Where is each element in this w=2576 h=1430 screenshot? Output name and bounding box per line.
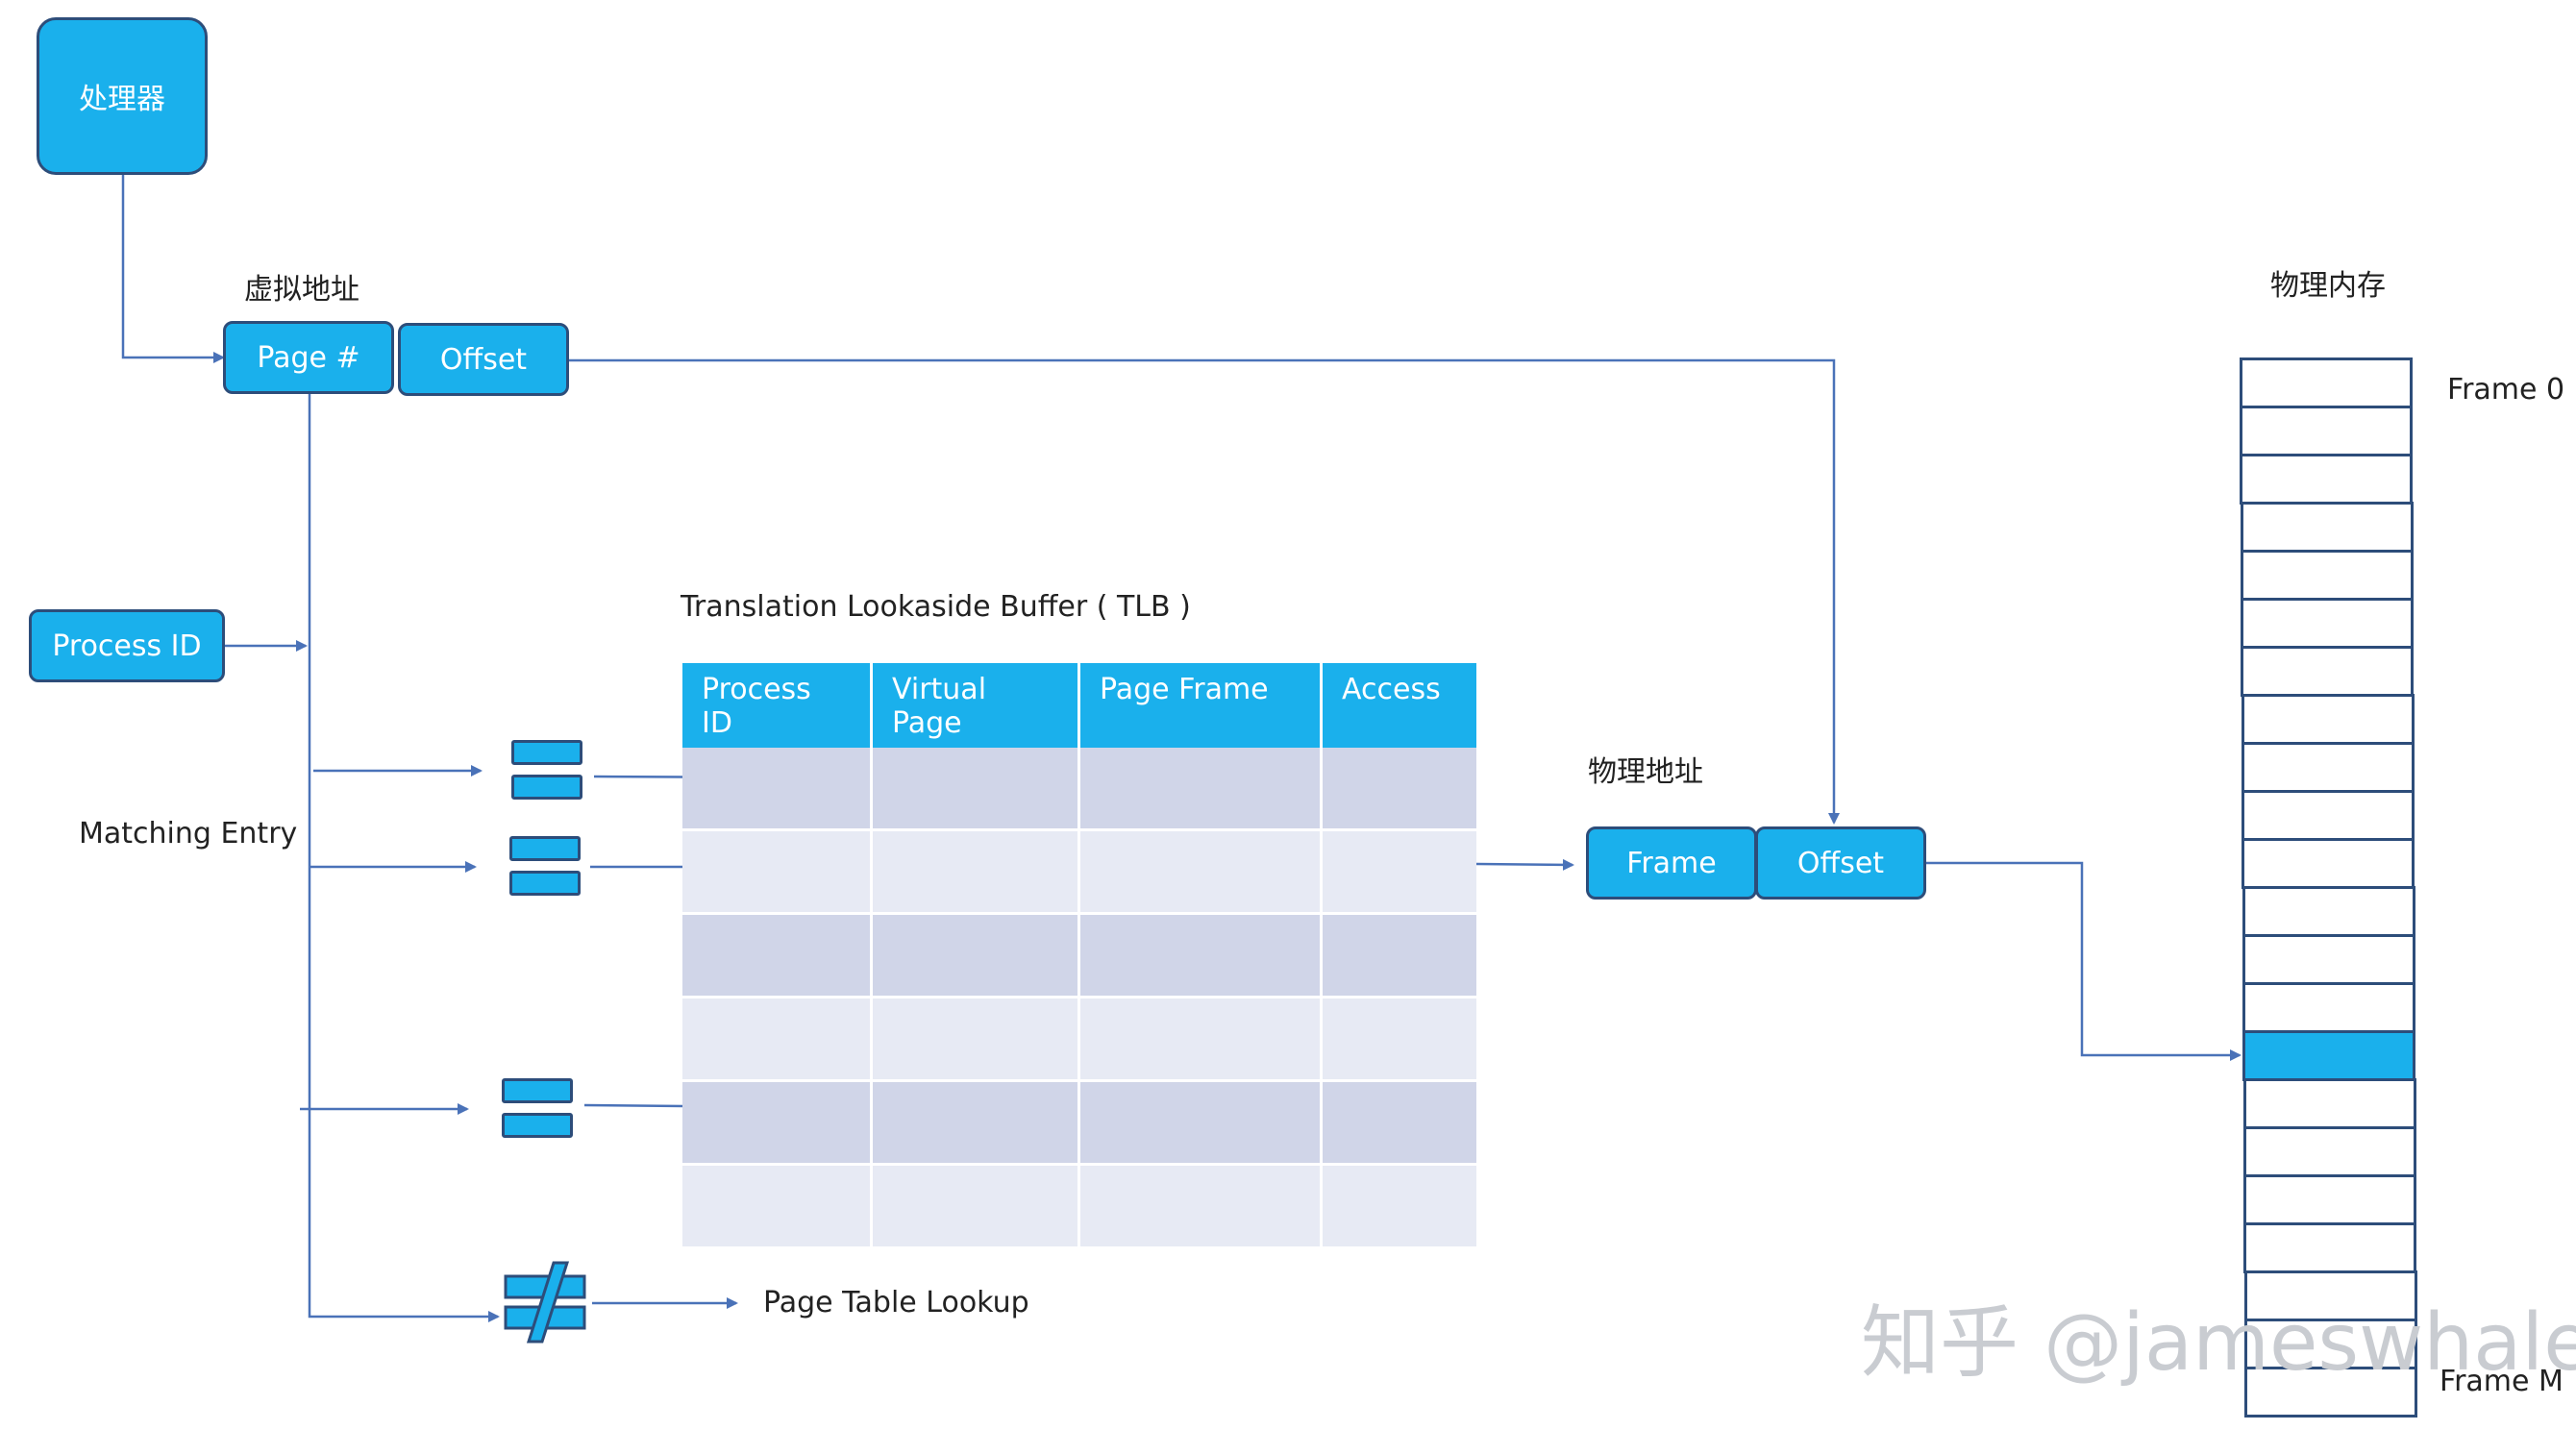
tlb-cell xyxy=(1323,915,1476,999)
equals-bar-top xyxy=(509,836,581,861)
tlb-cell xyxy=(1323,999,1476,1082)
memory-frame xyxy=(2242,934,2415,985)
memory-frame xyxy=(2244,1319,2417,1369)
tlb-cell xyxy=(1323,831,1476,915)
physical-offset-label: Offset xyxy=(1796,846,1885,880)
tlb-cell xyxy=(873,1082,1080,1166)
memory-frame xyxy=(2243,1174,2416,1225)
memory-frame-target xyxy=(2242,1030,2415,1081)
memory-frame xyxy=(2244,1270,2417,1321)
tlb-header-label: Access xyxy=(1342,673,1441,706)
memory-frame xyxy=(2241,502,2414,553)
memory-frame xyxy=(2242,790,2415,841)
tlb-cell xyxy=(873,831,1080,915)
memory-frame xyxy=(2244,1367,2417,1418)
memory-frame xyxy=(2243,1126,2416,1177)
tlb-cell xyxy=(873,748,1080,831)
tlb-cell xyxy=(873,999,1080,1082)
process-id-box: Process ID xyxy=(29,609,225,682)
tlb-cell xyxy=(1080,915,1323,999)
equals-bar-bottom xyxy=(502,1113,573,1138)
physical-frame-box: Frame xyxy=(1586,826,1757,900)
memory-frame xyxy=(2243,1222,2416,1273)
tlb-header-process-id: Process ID xyxy=(682,663,873,748)
tlb-header-access: Access xyxy=(1323,663,1476,748)
memory-frame xyxy=(2241,598,2414,649)
processor-box: 处理器 xyxy=(37,17,208,175)
virtual-page-number-box: Page # xyxy=(223,321,394,394)
offset-to-offset-arrow xyxy=(567,358,1840,825)
tlb-cell xyxy=(1323,1082,1476,1166)
tlb-title: Translation Lookaside Buffer ( TLB ) xyxy=(681,590,1191,624)
memory-frame xyxy=(2241,550,2414,601)
tlb-header-label: Process ID xyxy=(702,673,811,740)
tlb-cell xyxy=(873,915,1080,999)
physical-frame-label: Frame xyxy=(1626,846,1717,880)
physical-memory-title: 物理内存 xyxy=(2270,269,2386,303)
virtual-offset-box: Offset xyxy=(398,323,569,396)
tlb-cell xyxy=(1323,1166,1476,1249)
tlb-header-page-frame: Page Frame xyxy=(1080,663,1323,748)
physical-to-memory-arrow xyxy=(1922,861,2242,1061)
virtual-address-title: 虚拟地址 xyxy=(244,273,359,307)
equals-bar-top xyxy=(511,740,582,765)
page-number-label: Page # xyxy=(257,340,360,375)
page-bus-line xyxy=(308,394,500,1322)
memory-frame xyxy=(2242,694,2415,745)
tlb-header-label: Virtual Page xyxy=(892,673,987,740)
tlb-cell xyxy=(1080,1166,1323,1249)
tlb-cell xyxy=(1080,748,1323,831)
tlb-header-label: Page Frame xyxy=(1100,673,1269,706)
tlb-cell xyxy=(682,999,873,1082)
memory-frame xyxy=(2242,886,2415,937)
tlb-cell xyxy=(682,748,873,831)
watermark-text: 知乎 @jameswhale xyxy=(1861,1297,2576,1389)
tlb-cell xyxy=(1080,1082,1323,1166)
tlb-cell xyxy=(873,1166,1080,1249)
physical-address-title: 物理地址 xyxy=(1588,755,1703,789)
memory-frame xyxy=(2242,982,2415,1033)
memory-frame xyxy=(2243,1078,2416,1129)
tlb-header-virtual-page: Virtual Page xyxy=(873,663,1080,748)
memory-frame xyxy=(2240,454,2413,505)
process-id-label: Process ID xyxy=(52,629,202,663)
physical-offset-box: Offset xyxy=(1755,826,1926,900)
tlb-cell xyxy=(682,831,873,915)
memory-frame xyxy=(2242,838,2415,889)
page-table-lookup-label: Page Table Lookup xyxy=(763,1286,1029,1319)
tlb-cell xyxy=(682,1082,873,1166)
tlb-cell xyxy=(682,1166,873,1249)
frame-0-label: Frame 0 xyxy=(2447,373,2565,407)
memory-frame xyxy=(2242,742,2415,793)
processor-to-page-arrow xyxy=(121,175,225,363)
virtual-offset-label: Offset xyxy=(439,342,528,377)
tlb-cell xyxy=(1080,999,1323,1082)
matching-entry-label: Matching Entry xyxy=(79,817,298,851)
equals-bar-top xyxy=(502,1078,573,1103)
memory-frame xyxy=(2241,646,2414,697)
equals-bar-bottom xyxy=(509,871,581,896)
equals-bar-bottom xyxy=(511,775,582,800)
tlb-cell xyxy=(1080,831,1323,915)
frame-m-label: Frame M xyxy=(2440,1365,2564,1398)
memory-frame xyxy=(2240,406,2413,456)
not-equals-icon xyxy=(504,1261,586,1344)
tlb-cell xyxy=(1323,748,1476,831)
memory-frame xyxy=(2240,358,2413,408)
tlb-cell xyxy=(682,915,873,999)
processor-label: 处理器 xyxy=(79,83,165,116)
